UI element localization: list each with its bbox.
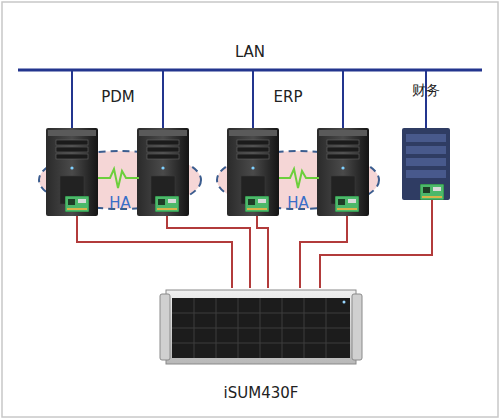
hba-card xyxy=(155,196,179,212)
device-label: 财务 xyxy=(372,82,480,100)
rack-server xyxy=(402,128,450,200)
status-led xyxy=(343,301,346,304)
server-panel xyxy=(406,158,446,166)
device-node: 财务 xyxy=(402,128,450,200)
lan-bus xyxy=(18,69,482,72)
heartbeat-line xyxy=(98,169,139,188)
fc-link xyxy=(257,210,268,288)
heartbeat-line xyxy=(279,169,319,188)
lan-drop xyxy=(342,70,344,130)
fc-link xyxy=(300,210,347,288)
lan-drop xyxy=(71,70,73,130)
fc-link xyxy=(320,200,432,288)
ha-cluster: HA xyxy=(216,150,380,210)
device-node: iSUM430F xyxy=(160,288,362,366)
ha-label: HA xyxy=(8,194,232,212)
ha-label: HA xyxy=(186,194,410,212)
fc-link xyxy=(167,210,250,288)
storage-array xyxy=(160,290,362,364)
lan-drop xyxy=(425,70,427,130)
storage-chassis xyxy=(166,290,356,364)
device-label: iSUM430F xyxy=(130,384,392,402)
server-case xyxy=(402,128,450,200)
server-panel xyxy=(406,134,446,142)
system-label: ERP xyxy=(274,88,303,106)
system-label: PDM xyxy=(101,88,135,106)
ha-cluster: HA xyxy=(38,150,202,210)
server-panel xyxy=(406,146,446,154)
drive-slots xyxy=(172,298,350,358)
storage-front xyxy=(172,298,350,358)
hba-card xyxy=(245,196,269,212)
server-tower xyxy=(137,128,189,216)
lan-drop xyxy=(162,70,164,130)
rack-ear xyxy=(160,294,170,360)
hba-card xyxy=(420,184,444,200)
lan-drop xyxy=(252,70,254,130)
server-tower xyxy=(227,128,279,216)
server-panel xyxy=(406,170,446,178)
hba-card xyxy=(65,196,89,212)
hba-card xyxy=(335,196,359,212)
server-tower xyxy=(46,128,98,216)
rack-ear xyxy=(352,294,362,360)
network-label: LAN xyxy=(235,43,265,61)
fc-link xyxy=(77,210,232,288)
server-tower xyxy=(317,128,369,216)
